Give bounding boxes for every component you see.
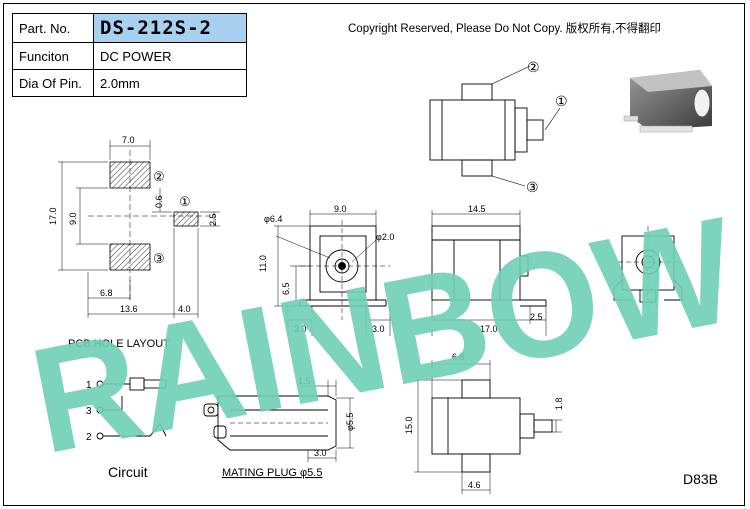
pcb-layout-title: PCB HOLE LAYOUT xyxy=(68,338,170,350)
function-label: Funciton xyxy=(12,42,94,70)
side-view-right xyxy=(431,210,547,336)
dim-17-0-side: 17.0 xyxy=(480,324,498,334)
function-row: Funciton DC POWER xyxy=(12,42,247,70)
circuit-pin-1: 1 xyxy=(86,380,92,391)
pad-2-marker: ② xyxy=(153,169,165,184)
info-table: Part. No. DS-212S-2 Funciton DC POWER Di… xyxy=(12,13,247,97)
rainbow-watermark: RAINBOW xyxy=(19,185,748,485)
circuit-title: Circuit xyxy=(108,464,148,480)
dim-plug-1-5: 1.5 xyxy=(298,376,311,386)
side-marker-2: ② xyxy=(527,59,540,75)
dim-9-0: 9.0 xyxy=(68,212,78,225)
dim-7-0: 7.0 xyxy=(122,135,135,145)
dim-2-5: 2.5 xyxy=(208,213,218,226)
dim-front-9-0: 9.0 xyxy=(334,204,347,214)
dim-13-6: 13.6 xyxy=(120,304,138,314)
mating-plug xyxy=(203,380,354,462)
front-view xyxy=(274,210,391,336)
dim-14-5: 14.5 xyxy=(468,204,486,214)
pcb-dimension-labels: 7.0 17.0 9.0 0.6 2.5 6.8 13.6 4.0 ② ③ ① … xyxy=(48,135,218,350)
model-code: D83B xyxy=(683,471,718,487)
side-view2-dims: 14.5 17.0 2.5 xyxy=(468,204,543,334)
circuit-pin-3: 3 xyxy=(86,406,92,417)
front-view-dims: φ6.4 9.0 φ2.0 11.0 6.5 3.0 3.0 xyxy=(258,204,394,334)
dim-top-6-8: 6.8 xyxy=(452,352,465,362)
dim-top-1-8: 1.8 xyxy=(554,397,564,410)
dim-phi-6-4: φ6.4 xyxy=(264,214,282,224)
side-view-markers: ② ① ③ xyxy=(526,59,568,195)
side-view-top xyxy=(429,65,561,187)
side-marker-3: ③ xyxy=(526,179,539,195)
back-view xyxy=(613,226,683,310)
dim-phi-2-0: φ2.0 xyxy=(376,232,394,242)
circuit-pin-2: 2 xyxy=(86,432,92,443)
dim-top-15-0: 15.0 xyxy=(404,416,414,434)
pin-value: 2.0mm xyxy=(93,69,247,97)
top-view xyxy=(414,360,562,494)
dim-front-3-0-left: 3.0 xyxy=(294,324,307,334)
pcb-hole-layout xyxy=(58,140,220,318)
drawing-border xyxy=(3,3,745,506)
pad-1-marker: ① xyxy=(179,194,191,209)
dim-0-6: 0.6 xyxy=(154,195,164,208)
pad-1 xyxy=(173,211,199,227)
dim-plug-3-0: 3.0 xyxy=(314,448,327,458)
copyright-notice: Copyright Reserved, Please Do Not Copy. … xyxy=(348,23,661,35)
pin-row: Dia Of Pin. 2.0mm xyxy=(12,69,247,97)
dim-11-0: 11.0 xyxy=(258,255,268,272)
dim-4-0: 4.0 xyxy=(178,304,191,314)
pad-2 xyxy=(109,161,151,189)
dim-6-5: 6.5 xyxy=(281,282,291,295)
dim-17-0: 17.0 xyxy=(48,207,58,225)
circuit-diagram xyxy=(96,377,167,440)
mating-plug-labels: 1.5 φ5.5 3.0 MATING PLUG φ5.5 xyxy=(222,376,355,479)
mating-plug-title: MATING PLUG φ5.5 xyxy=(222,467,322,479)
product-3d-image xyxy=(623,70,712,133)
dim-front-3-0-right: 3.0 xyxy=(372,324,385,334)
circuit-labels: 1 3 2 Circuit xyxy=(86,380,148,480)
dim-2-5-side: 2.5 xyxy=(530,312,543,322)
dim-6-8: 6.8 xyxy=(100,288,113,298)
dim-plug-phi-5-5: φ5.5 xyxy=(345,413,355,431)
top-view-dims: 6.8 15.0 1.8 4.6 xyxy=(404,352,564,490)
side-marker-1: ① xyxy=(555,93,568,109)
pad-3-marker: ③ xyxy=(153,251,165,266)
dim-top-4-6: 4.6 xyxy=(468,480,481,490)
pad-3 xyxy=(109,243,151,271)
